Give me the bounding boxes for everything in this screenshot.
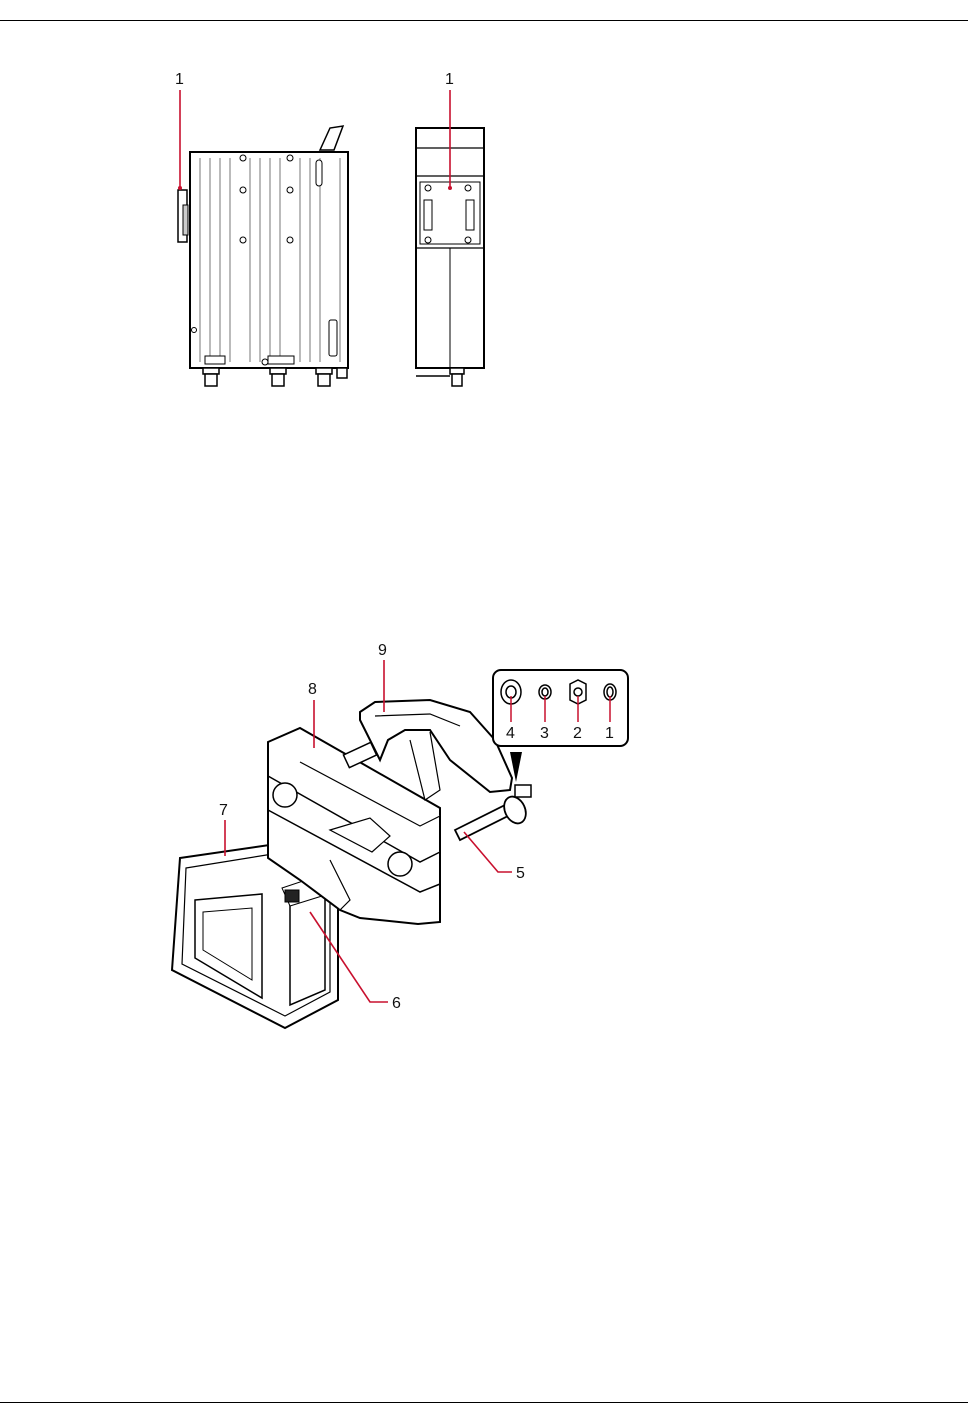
- legend-number-4: 4: [506, 725, 515, 742]
- hardware-legend-box: 4 3 2 1: [493, 670, 628, 782]
- callout-8: 8: [308, 681, 317, 698]
- legend-number-3: 3: [540, 725, 549, 742]
- legend-number-2: 2: [573, 725, 582, 742]
- callout-9: 9: [378, 642, 387, 659]
- bolt-part-5: [455, 785, 531, 840]
- callout-6: 6: [392, 995, 401, 1012]
- callout-7: 7: [219, 802, 228, 819]
- legend-number-1: 1: [605, 725, 614, 742]
- callout-5: 5: [516, 865, 525, 882]
